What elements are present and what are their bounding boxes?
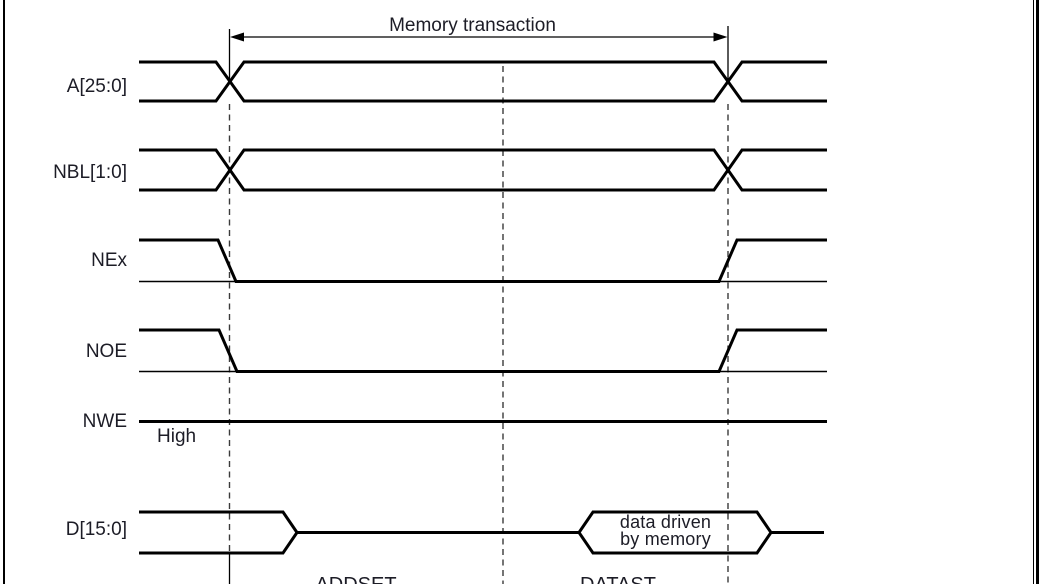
data-driven-line2: by memory — [620, 529, 711, 549]
dimension-arrow — [228, 26, 729, 82]
datast-label: DATAST — [558, 575, 678, 584]
signal-label-d: D[15:0] — [65, 519, 127, 540]
data-driven-line1: data driven — [619, 512, 712, 532]
nbl-bus-waveform — [139, 148, 827, 192]
signal-label-nex: NEx — [91, 250, 127, 271]
a-bus-waveform — [139, 60, 827, 103]
addset-label: ADDSET — [296, 575, 416, 584]
frame-border-left — [3, 0, 5, 584]
noe-waveform — [139, 328, 827, 373]
frame-border-right-inner — [1032, 0, 1034, 584]
nex-waveform — [139, 238, 827, 283]
signal-label-noe: NOE — [85, 341, 127, 362]
signal-label-a: A[25:0] — [66, 76, 127, 97]
nwe-high-note: High — [157, 426, 197, 447]
frame-border-right-outer — [1036, 0, 1039, 584]
d-bus-waveform — [139, 510, 824, 555]
signal-label-nwe: NWE — [82, 411, 127, 432]
data-driven-annotation: data driven by memory — [593, 512, 738, 549]
memory-transaction-label: Memory transaction — [389, 15, 556, 36]
signal-label-nbl: NBL[1:0] — [53, 162, 127, 183]
